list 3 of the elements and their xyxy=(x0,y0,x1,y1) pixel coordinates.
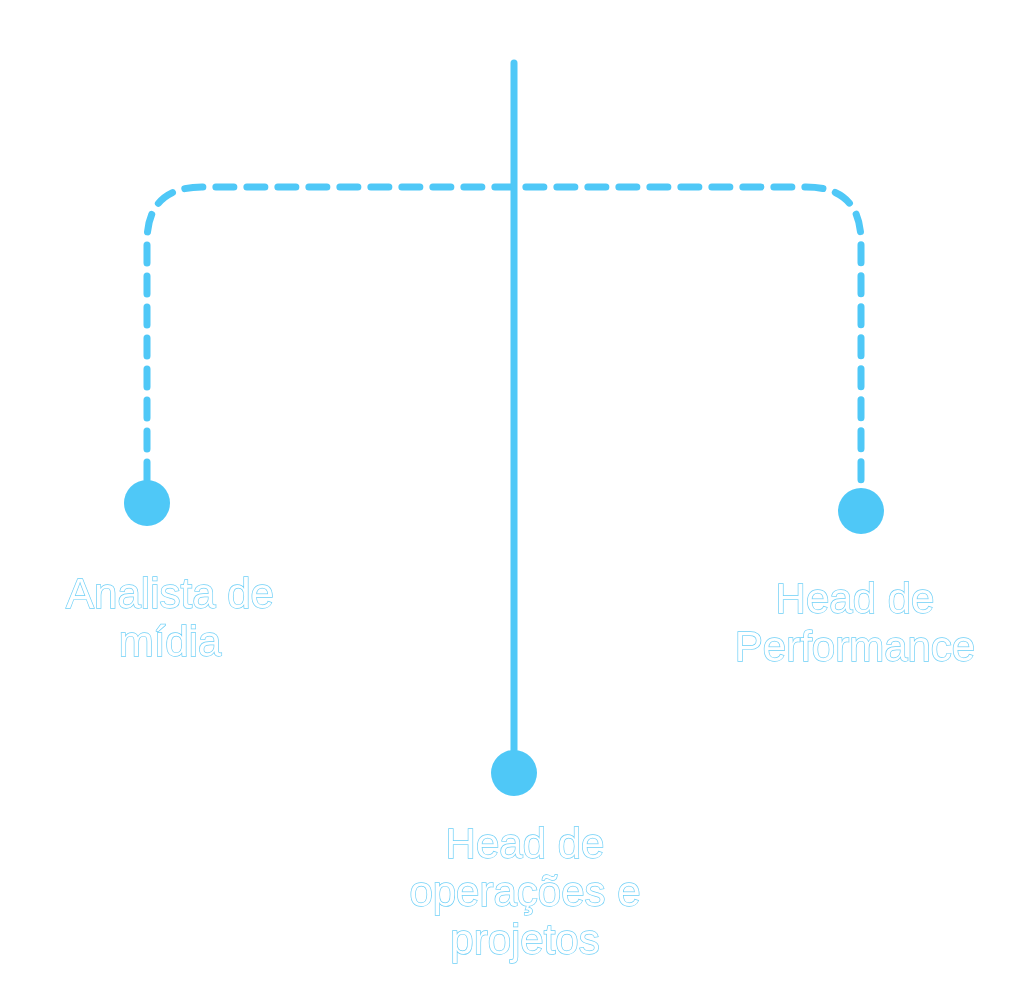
role-label: Analista de mídia xyxy=(64,570,275,666)
role-label: Head de Performance xyxy=(733,575,977,671)
role-label: Head de operações e projetos xyxy=(408,820,642,964)
